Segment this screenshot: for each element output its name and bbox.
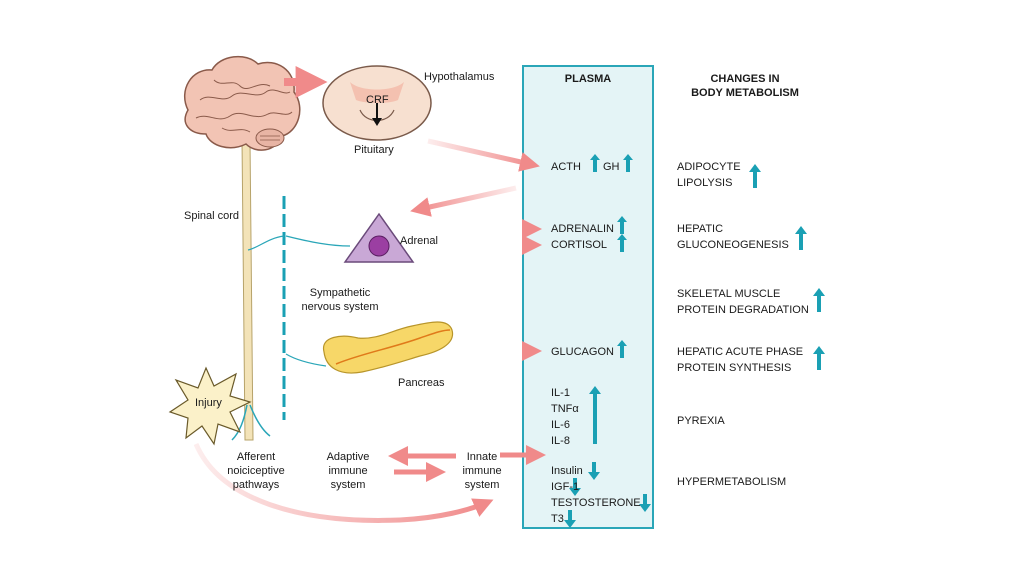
change-adipocyte-line1: ADIPOCYTE	[677, 161, 741, 173]
change-hepatic-line1: HEPATIC	[677, 223, 724, 235]
up-arrow-icon	[589, 386, 601, 444]
injury-to-innate-immune-arrow	[193, 443, 494, 523]
up-arrow-icon	[623, 154, 633, 172]
plasma-adrenalin: ADRENALIN	[551, 223, 614, 235]
down-arrow-icon	[564, 510, 576, 528]
afferent-label-line3: pathways	[232, 479, 280, 491]
changes-header-line1: CHANGES IN	[710, 73, 780, 85]
up-arrow-icon	[617, 340, 627, 358]
sympathetic-label-line1: Sympathetic	[309, 287, 371, 299]
plasma-testosterone: TESTOSTERONE	[551, 497, 641, 509]
afferent-label-line2: noiciceptive	[227, 465, 285, 477]
up-arrow-icon	[590, 154, 600, 172]
plasma-to-adrenal-arrow	[410, 185, 517, 217]
sympathetic-label-line2: nervous system	[301, 301, 379, 313]
plasma-il1: IL-1	[551, 387, 570, 399]
adaptive-label-line1: Adaptive	[326, 451, 370, 463]
up-arrow-icon	[813, 288, 825, 312]
down-arrow-icon	[588, 462, 600, 480]
afferent-label-line1: Afferent	[236, 451, 276, 463]
pancreas-icon	[323, 321, 454, 374]
crf-label: CRF	[366, 94, 389, 106]
plasma-insulin: Insulin	[551, 465, 583, 477]
up-arrow-icon	[749, 164, 761, 188]
change-muscle-line1: SKELETAL MUSCLE	[677, 288, 781, 300]
pancreas-label: Pancreas	[398, 377, 445, 389]
down-arrow-icon	[569, 478, 581, 496]
brain-icon	[183, 55, 301, 151]
spinal-cord-icon	[231, 139, 271, 441]
plasma-gh: GH	[603, 161, 620, 173]
metabolism-arrows	[749, 164, 825, 370]
plasma-il6: IL-6	[551, 419, 570, 431]
adrenal-label: Adrenal	[400, 235, 438, 247]
plasma-il8: IL-8	[551, 435, 570, 447]
injury-star-icon	[168, 366, 252, 446]
plasma-arrows	[564, 154, 651, 528]
innate-label-line2: immune	[462, 465, 502, 477]
pituitary-to-acth-arrow	[427, 138, 540, 172]
hypothalamus-pituitary-icon	[322, 65, 432, 141]
adrenal-icon	[343, 212, 415, 263]
plasma-header: PLASMA	[564, 73, 612, 85]
down-arrow-icon	[639, 494, 651, 512]
pituitary-label: Pituitary	[354, 144, 394, 156]
injury-label: Injury	[195, 397, 222, 409]
plasma-igf1: IGF-1	[551, 481, 580, 493]
plasma-acth: ACTH	[551, 161, 581, 173]
adaptive-label-line2: immune	[328, 465, 368, 477]
changes-header-line2: BODY METABOLISM	[691, 87, 799, 99]
up-arrow-icon	[813, 346, 825, 370]
plasma-column	[522, 65, 654, 529]
change-adipocyte-line2: LIPOLYSIS	[677, 177, 733, 189]
hypothalamus-label: Hypothalamus	[424, 71, 495, 83]
spinal-cord-label: Spinal cord	[184, 210, 240, 222]
adaptive-label-line3: system	[330, 479, 366, 491]
plasma-t3: T3	[551, 513, 564, 525]
plasma-glucagon: GLUCAGON	[551, 346, 614, 358]
innate-label-line1: Innate	[466, 451, 498, 463]
change-hypermetabolism: HYPERMETABOLISM	[677, 476, 787, 488]
change-muscle-line2: PROTEIN DEGRADATION	[677, 304, 809, 316]
up-arrow-icon	[617, 216, 627, 234]
change-acute-line2: PROTEIN SYNTHESIS	[677, 362, 792, 374]
plasma-tnf: TNFα	[551, 403, 579, 415]
up-arrow-icon	[617, 234, 627, 252]
up-arrow-icon	[795, 226, 807, 250]
change-hepatic-line2: GLUCONEOGENESIS	[677, 239, 789, 251]
change-pyrexia: PYREXIA	[677, 415, 725, 427]
plasma-cortisol: CORTISOL	[551, 239, 608, 251]
innate-label-line3: system	[464, 479, 500, 491]
change-acute-line1: HEPATIC ACUTE PHASE	[677, 346, 804, 358]
